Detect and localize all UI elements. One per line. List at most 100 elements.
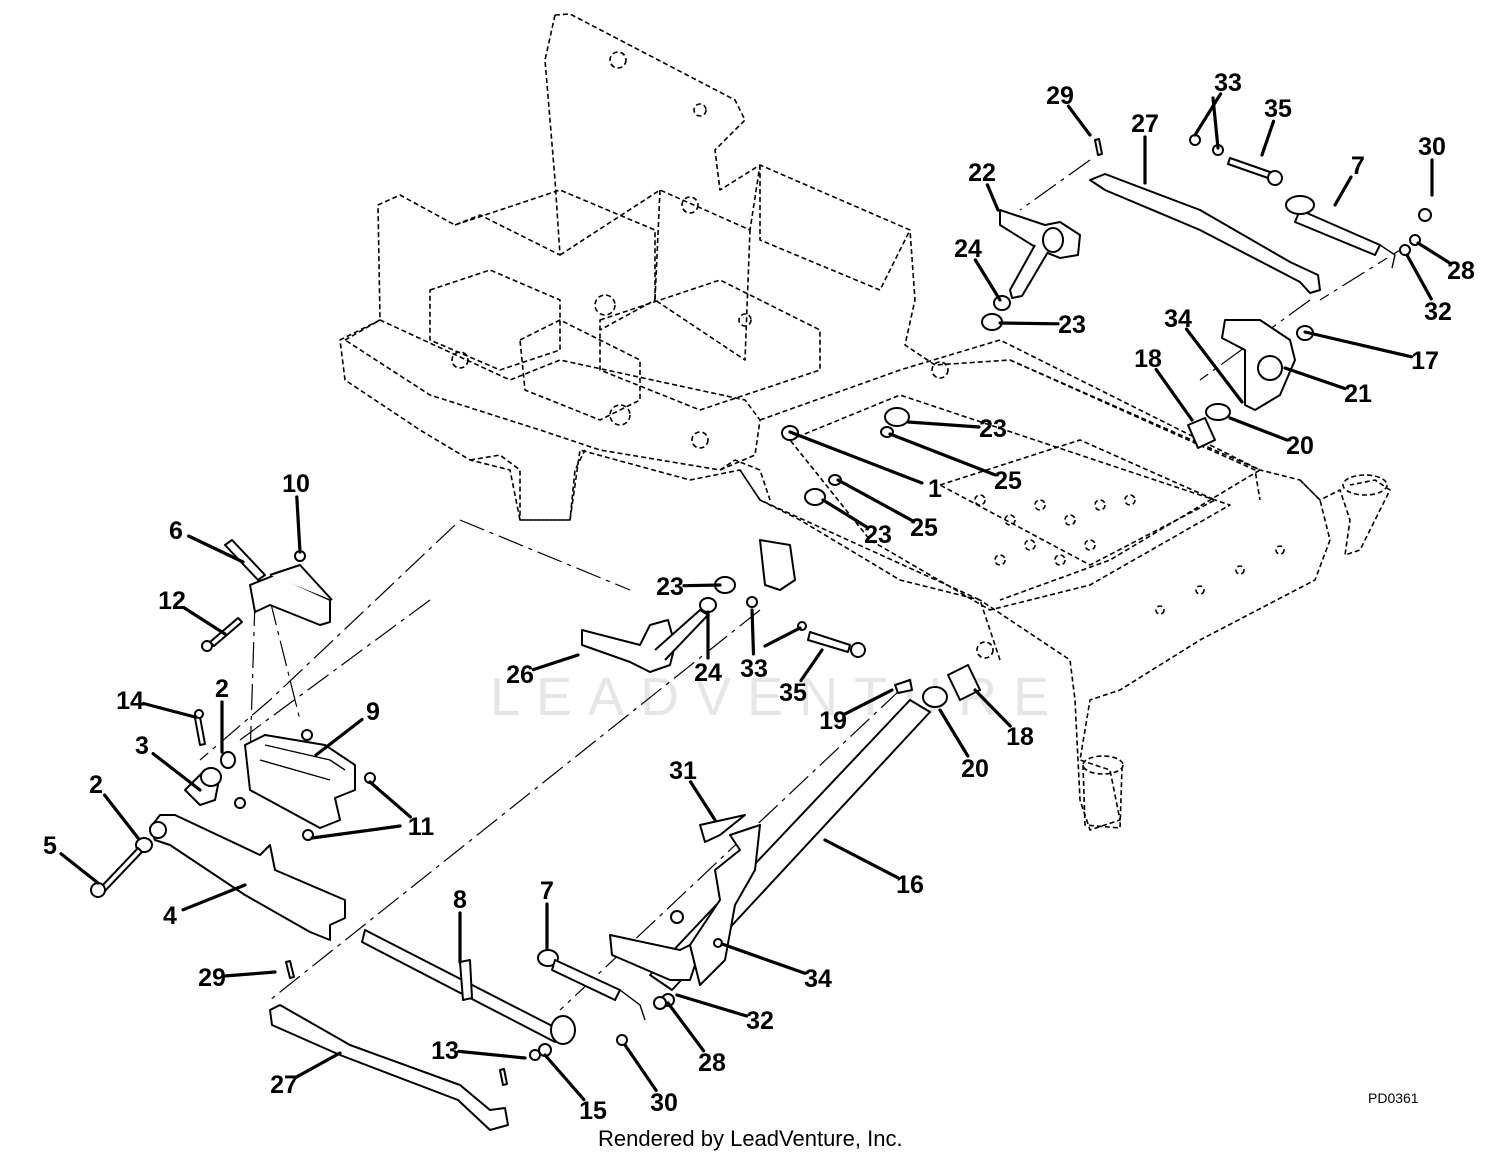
pin-35-top — [1227, 157, 1283, 186]
leader-line-c-9 — [314, 717, 364, 757]
callout-c-7b: 7 — [540, 877, 554, 950]
drawing-code: PD0361 — [1368, 1090, 1419, 1106]
callout-c-25a: 25 — [888, 432, 1022, 495]
leader-line-c-27b — [294, 1051, 342, 1079]
callout-c-31: 31 — [669, 757, 717, 822]
leader-line-c-33a2 — [1211, 96, 1220, 150]
callout-label-c-1: 1 — [928, 475, 942, 503]
callout-label-c-34a: 34 — [1164, 305, 1192, 333]
leader-line-c-29b — [224, 970, 277, 978]
callout-c-33a2 — [1211, 96, 1220, 150]
leader-line-c-33a — [1193, 92, 1223, 137]
leader-line-c-31 — [688, 780, 717, 822]
callout-c-35b: 35 — [779, 648, 824, 707]
callout-label-c-30a: 30 — [1418, 133, 1446, 161]
leader-line-c-26 — [531, 653, 580, 672]
callout-label-c-27b: 27 — [270, 1071, 298, 1099]
callout-layer: 1223456778910111213141516171818192020212… — [43, 69, 1475, 1125]
leader-line-c-11 — [368, 780, 412, 819]
callout-c-33a: 33 — [1193, 69, 1242, 137]
bracket-6 — [224, 539, 333, 626]
washer-28-32-top — [1399, 234, 1421, 256]
callout-label-c-32b: 32 — [746, 1007, 774, 1035]
leader-line-c-7a — [1333, 175, 1353, 207]
callout-label-c-27a: 27 — [1131, 110, 1159, 138]
callout-c-28b: 28 — [666, 1001, 726, 1077]
leader-line-c-18b — [973, 688, 1012, 728]
callout-c-10: 10 — [282, 470, 310, 554]
callout-c-29a: 29 — [1046, 82, 1092, 137]
callout-label-c-35b: 35 — [779, 679, 807, 707]
callout-c-13: 13 — [431, 1037, 527, 1065]
leader-line-c-14 — [141, 701, 197, 719]
leader-line-c-2b — [102, 793, 140, 840]
leader-line-c-11b — [310, 824, 402, 840]
leader-line-c-25a — [888, 432, 997, 477]
callout-c-24b: 24 — [694, 610, 722, 687]
callout-label-c-2b: 2 — [89, 771, 103, 799]
leader-line-c-33b — [750, 608, 756, 656]
callout-label-c-35a: 35 — [1264, 95, 1292, 123]
callout-c-21: 21 — [1283, 366, 1372, 408]
callout-label-c-32a: 32 — [1424, 298, 1452, 326]
callout-c-6: 6 — [169, 517, 245, 564]
leader-line-c-13 — [457, 1049, 527, 1060]
block-9 — [234, 729, 376, 841]
pin-19 — [894, 679, 913, 694]
callout-label-c-5: 5 — [43, 832, 57, 860]
leader-line-c-23d — [682, 583, 722, 588]
washer-2a — [220, 751, 236, 769]
callout-label-c-25b: 25 — [910, 514, 938, 542]
leader-line-c-32a — [1405, 253, 1433, 301]
callout-c-12: 12 — [158, 587, 227, 636]
phantom-lines — [199, 159, 1401, 1011]
leader-line-c-5 — [59, 852, 100, 885]
callout-c-2b: 2 — [89, 771, 140, 840]
bracket-26 — [581, 539, 796, 673]
pin-35-bottom — [797, 621, 866, 658]
callout-c-18b: 18 — [973, 688, 1034, 751]
spring-7-bottom — [537, 949, 646, 1021]
callout-label-c-29b: 29 — [198, 964, 226, 992]
callout-label-c-24b: 24 — [694, 659, 722, 687]
callout-c-23c: 23 — [821, 498, 892, 549]
callout-c-9: 9 — [314, 698, 380, 757]
pin-29-top — [1094, 138, 1103, 156]
leader-line-c-35b — [799, 648, 824, 683]
leader-line-c-28a — [1416, 241, 1451, 265]
callout-label-c-16: 16 — [896, 871, 924, 899]
leader-line-c-4 — [181, 883, 247, 912]
callout-label-c-6: 6 — [169, 517, 183, 545]
leader-line-c-32b — [675, 993, 749, 1018]
callout-label-c-12: 12 — [158, 587, 186, 615]
callout-c-25b: 25 — [836, 478, 938, 542]
callout-label-c-29a: 29 — [1046, 82, 1074, 110]
washer-24a — [993, 295, 1011, 311]
callout-c-20a: 20 — [1228, 416, 1314, 460]
mower-frame — [339, 13, 1391, 831]
callout-label-c-26: 26 — [506, 661, 534, 689]
callout-c-34b: 34 — [720, 942, 832, 993]
leader-line-c-1 — [788, 430, 924, 485]
callout-label-c-4: 4 — [163, 902, 177, 930]
leader-line-c-34b — [720, 942, 807, 975]
callout-label-c-7b: 7 — [540, 877, 554, 905]
callout-c-30a: 30 — [1418, 133, 1446, 197]
callout-c-7a: 7 — [1333, 152, 1365, 207]
callout-c-4: 4 — [163, 883, 247, 930]
callout-label-c-20b: 20 — [961, 755, 989, 783]
bracket-22 — [999, 209, 1081, 299]
callout-label-c-20a: 20 — [1286, 432, 1314, 460]
callout-c-26: 26 — [506, 653, 580, 689]
leader-line-c-17 — [1303, 330, 1414, 359]
leader-line-c-23c — [821, 498, 868, 529]
leader-line-c-16 — [823, 838, 900, 880]
callout-c-17: 17 — [1303, 330, 1439, 375]
callout-c-1: 1 — [788, 430, 942, 503]
callout-label-c-30b: 30 — [650, 1089, 678, 1117]
callout-c-30b: 30 — [623, 1043, 678, 1117]
washer-2b — [135, 837, 153, 853]
callout-c-35a: 35 — [1260, 95, 1292, 157]
callout-label-c-13: 13 — [431, 1037, 459, 1065]
